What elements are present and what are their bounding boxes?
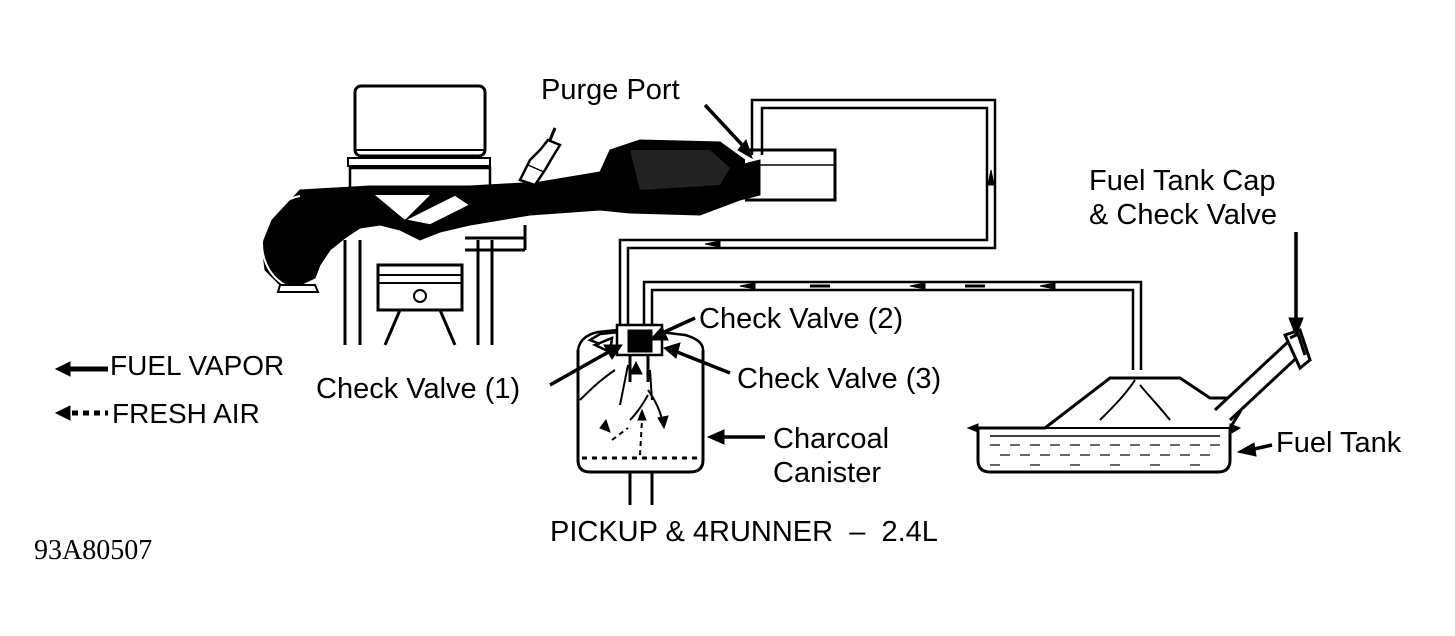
fuel-vapor-arrow-icon xyxy=(54,361,71,377)
spark-plug xyxy=(518,127,562,187)
intake-manifold xyxy=(261,139,761,286)
fuel-tank xyxy=(966,328,1312,474)
label-charcoal: Charcoal xyxy=(773,423,889,455)
legend-symbols xyxy=(54,361,108,421)
label-canister: Canister xyxy=(773,457,881,489)
label-check-valve-1: Check Valve (1) xyxy=(316,373,520,405)
label-fuel-tank-cap-2: & Check Valve xyxy=(1089,199,1277,231)
label-check-valve-3: Check Valve (3) xyxy=(737,363,941,395)
piston xyxy=(376,263,464,312)
air-cleaner xyxy=(353,84,487,158)
label-check-valve-2: Check Valve (2) xyxy=(699,303,903,335)
legend-fresh-air: FRESH AIR xyxy=(112,398,260,429)
label-fuel-tank: Fuel Tank xyxy=(1276,427,1402,459)
figure-code: 93A80507 xyxy=(34,535,152,566)
label-purge-port: Purge Port xyxy=(541,74,680,106)
legend-fuel-vapor: FUEL VAPOR xyxy=(110,350,284,381)
fresh-air-arrow-icon xyxy=(54,405,71,421)
diagram-caption: PICKUP & 4RUNNER – 2.4L xyxy=(550,516,938,548)
vapor-lines xyxy=(618,98,1143,370)
pointer-arrows xyxy=(549,103,1304,457)
label-fuel-tank-cap-1: Fuel Tank Cap xyxy=(1089,165,1275,197)
engine-assembly xyxy=(261,84,837,346)
charcoal-canister xyxy=(576,323,705,505)
